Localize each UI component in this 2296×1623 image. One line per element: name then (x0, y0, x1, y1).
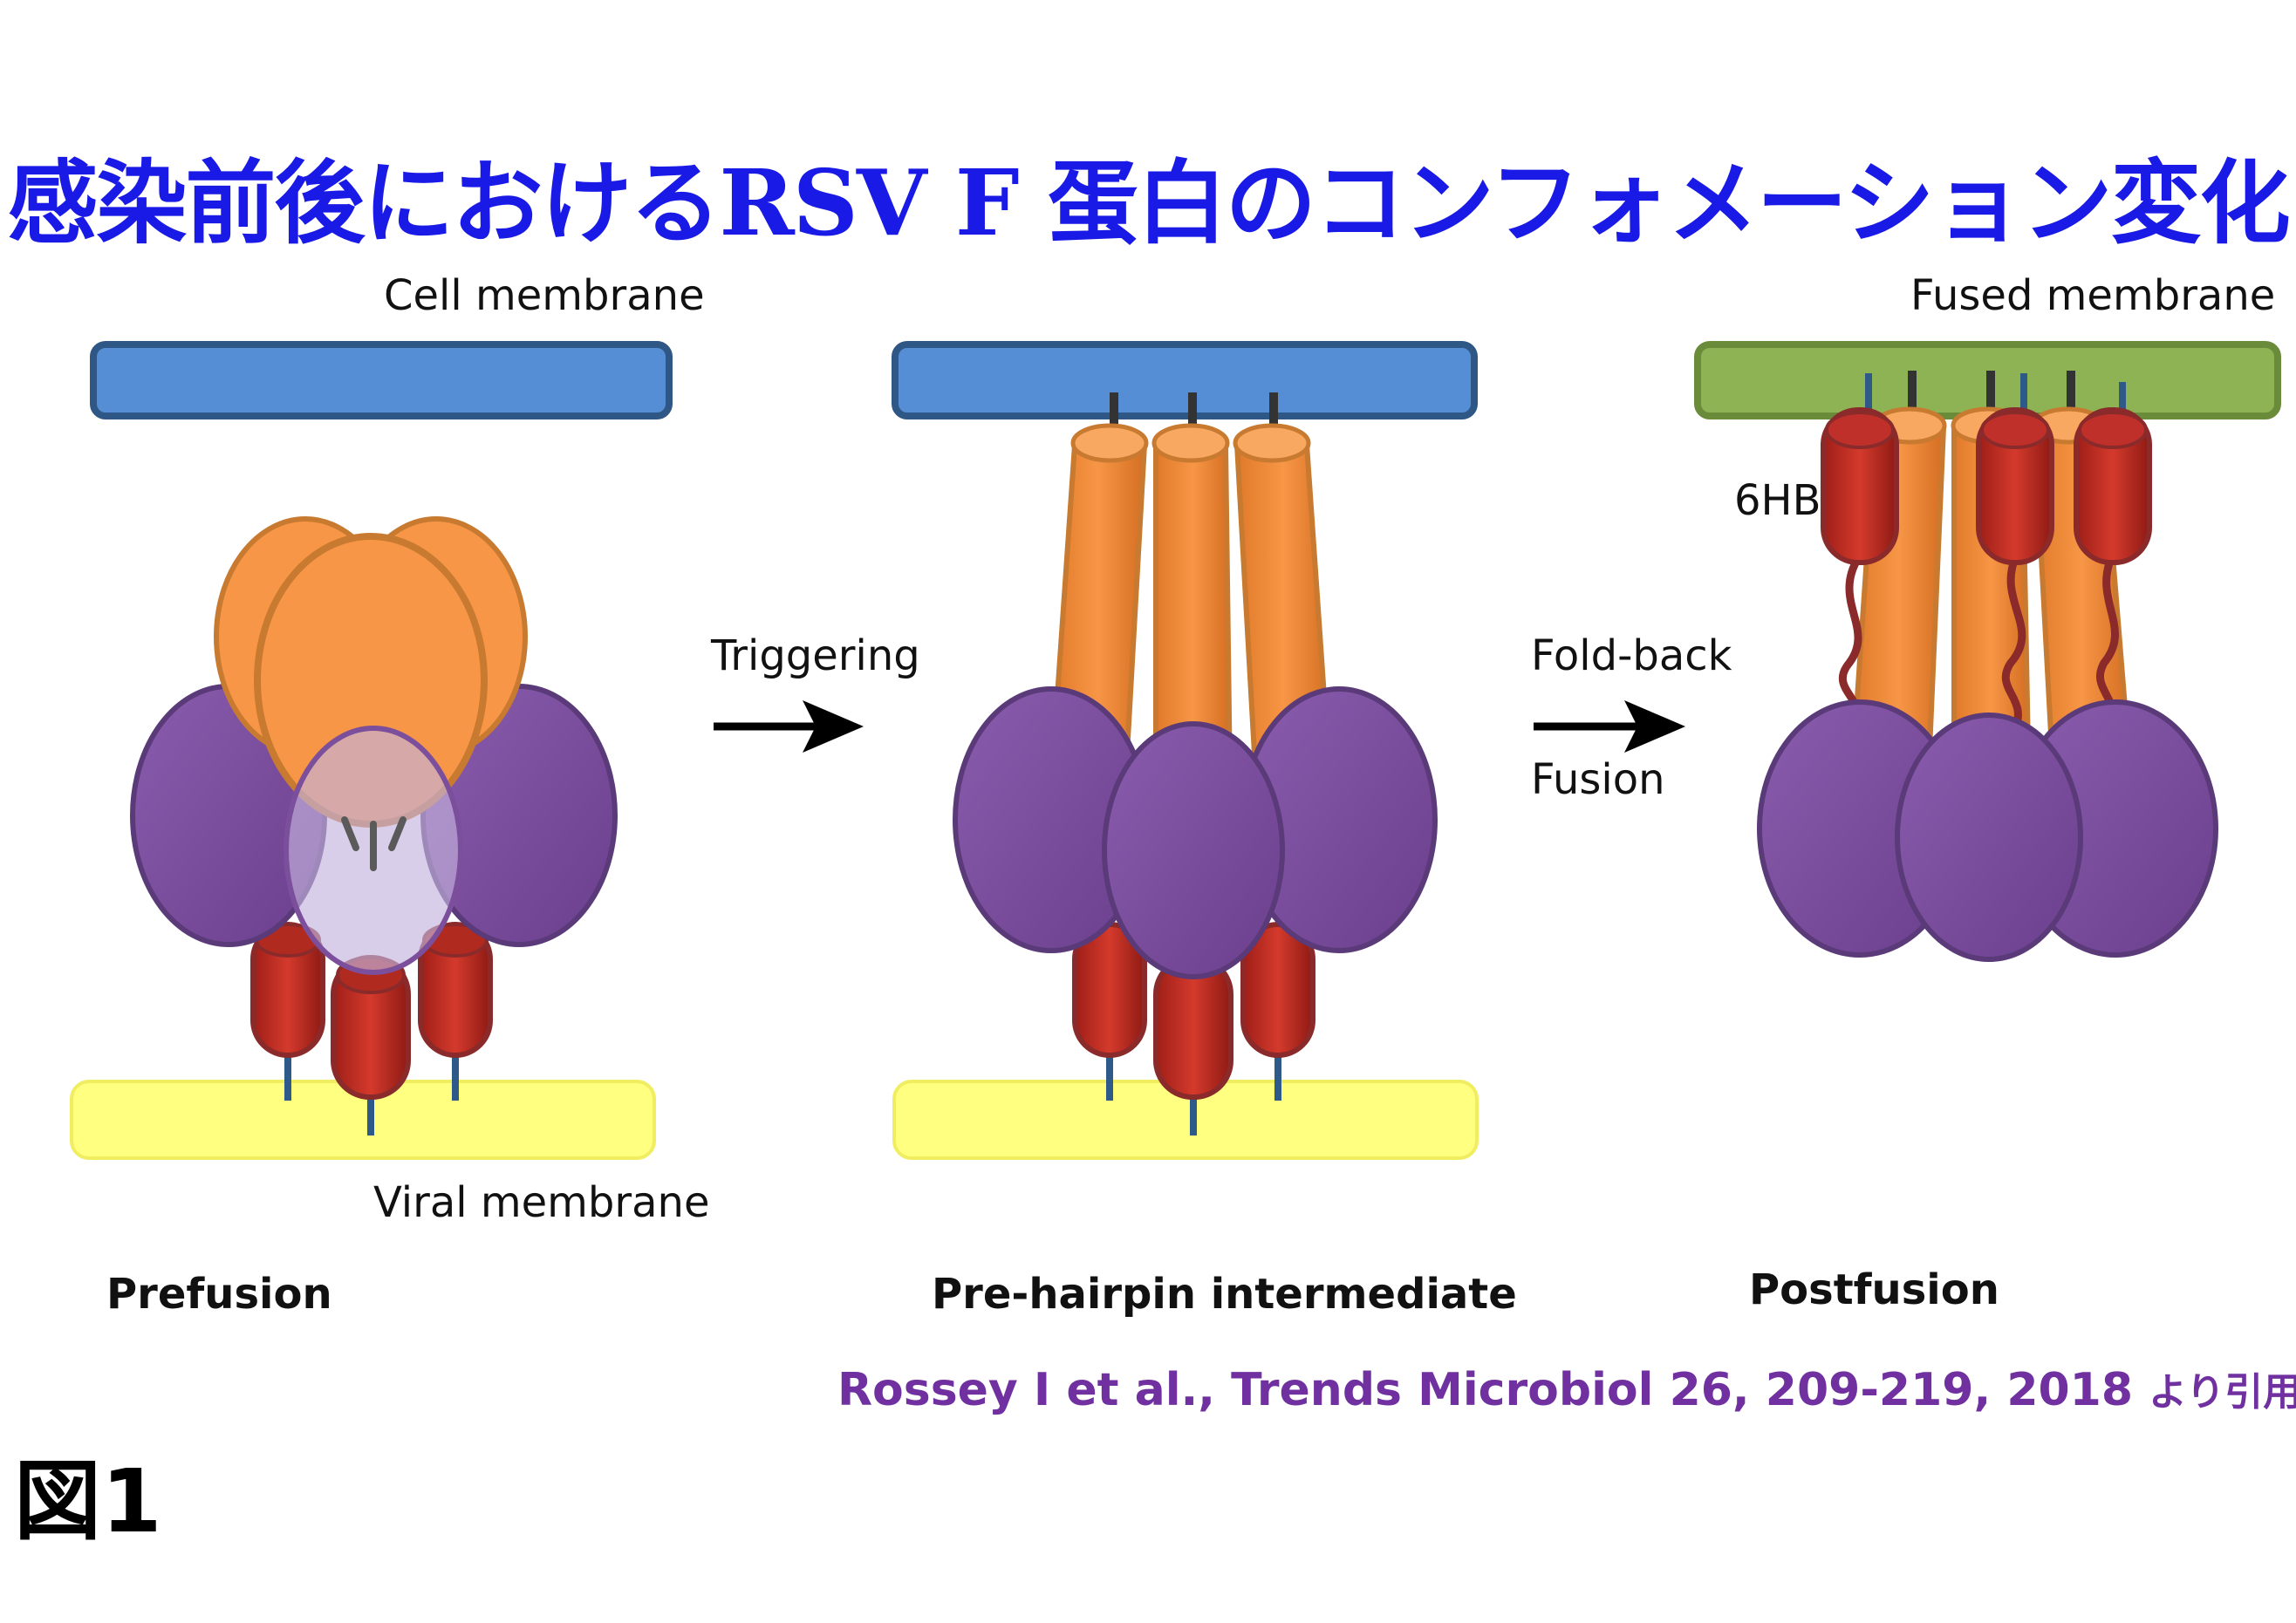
fold-back-label: Fold-back (1531, 631, 1732, 680)
six-hb-label: 6HB (1734, 476, 1821, 525)
stage-label-pre-hairpin: Pre-hairpin intermediate (932, 1270, 1517, 1319)
cell-membrane-label: Cell membrane (384, 271, 705, 320)
stage-label-prefusion: Prefusion (106, 1270, 332, 1319)
fusion-label: Fusion (1531, 755, 1665, 804)
figure-label: 図1 (14, 1450, 162, 1552)
viral-membrane-label: Viral membrane (373, 1178, 709, 1227)
stage-label-postfusion: Postfusion (1749, 1265, 1999, 1314)
panel-pre-hairpin (892, 341, 1479, 1160)
triggering-label: Triggering (710, 631, 920, 680)
arrow-fold-back: Fold-back Fusion (1531, 631, 1732, 804)
cell-membrane-bar (90, 341, 673, 419)
fused-membrane-label: Fused membrane (1910, 271, 2275, 320)
citation-suffix: より引用 (2149, 1370, 2296, 1415)
right-arrow-icon (803, 700, 864, 753)
citation-text: Rossey I et al., Trends Microbiol 26, 20… (837, 1364, 2134, 1416)
right-arrow-icon (1624, 700, 1685, 753)
citation: Rossey I et al., Trends Microbiol 26, 20… (837, 1360, 2296, 1416)
cell-membrane-bar-2 (892, 341, 1478, 419)
pre-hairpin-red-helices (1072, 922, 1315, 1100)
panel-postfusion: Fused membrane (1694, 271, 2281, 962)
diagram-title: 感染前後におけるRSV F 蛋白のコンフォメーション変化 (7, 149, 2290, 256)
arrow-triggering: Triggering (710, 631, 920, 753)
panel-prefusion: Cell membrane Viral membrane (70, 271, 709, 1227)
postfusion-red-helices (1821, 407, 2152, 565)
